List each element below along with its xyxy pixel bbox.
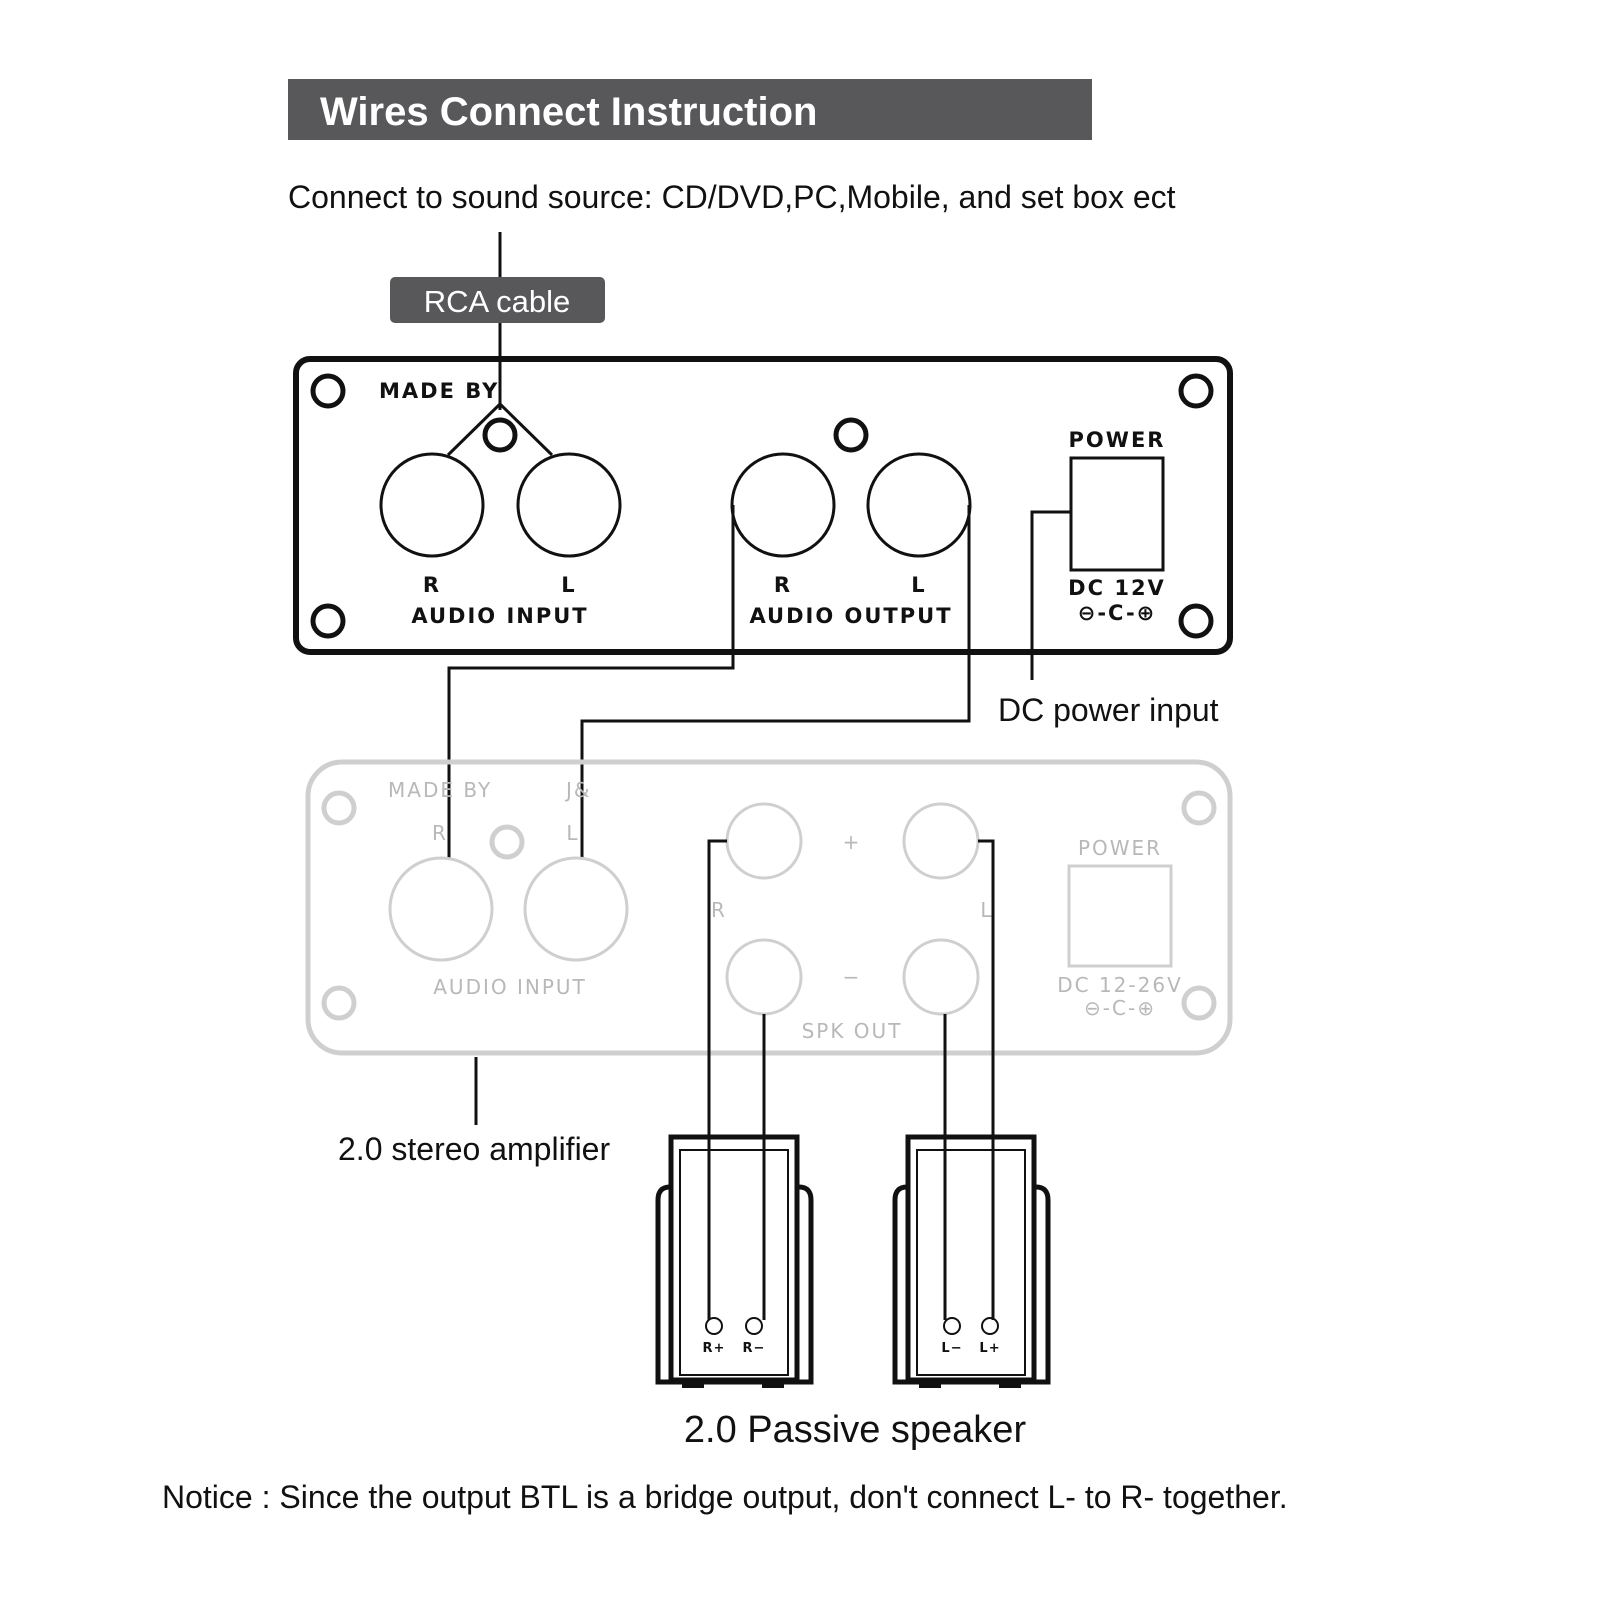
amp-audio-input-label: AUDIO INPUT: [433, 975, 587, 999]
dc-12v-label: DC 12V: [1068, 576, 1166, 600]
amp-brand: J&: [564, 778, 592, 802]
terminal-l-plus: [981, 1317, 999, 1335]
rca-wire-split: [446, 401, 554, 457]
output-l-wire: [580, 505, 971, 858]
amp-dc-label: DC 12-26V: [1057, 973, 1183, 997]
title-text: Wires Connect Instruction: [320, 90, 817, 134]
amp-screw: [1181, 985, 1217, 1021]
left-speaker: L− L+: [892, 1134, 1051, 1388]
rca-cable-pill: [390, 277, 605, 323]
spk-terminal-l-minus: [902, 938, 980, 1016]
amp-input-jack-l: [523, 856, 629, 962]
panel-screw: [833, 417, 869, 453]
source-caption: Connect to sound source: CD/DVD,PC,Mobil…: [288, 179, 1176, 215]
spk-terminal-r-plus: [725, 802, 803, 880]
audio-input-label: AUDIO INPUT: [411, 604, 588, 628]
amp-power-jack: [1067, 864, 1173, 968]
input-l-label: L: [561, 573, 576, 597]
output-jack-r: [730, 452, 836, 558]
output-l-label: L: [911, 573, 926, 597]
audio-output-label: AUDIO OUTPUT: [749, 604, 952, 628]
output-r-label: R: [774, 573, 792, 597]
amp-input-l: L: [566, 821, 579, 845]
input-r-label: R: [423, 573, 441, 597]
rca-cable-label: RCA cable: [424, 284, 570, 319]
panel-screw: [310, 603, 346, 639]
speaker-caption: 2.0 Passive speaker: [684, 1409, 1027, 1451]
spk-l-label: L: [980, 898, 993, 922]
panel-screw: [1178, 603, 1214, 639]
dc-power-wire: [1030, 510, 1071, 680]
speaker-foot: [919, 1382, 941, 1388]
amp-power-label: POWER: [1078, 836, 1162, 860]
wire-l-plus: [978, 839, 995, 1320]
speaker-inner: [916, 1149, 1026, 1376]
terminal-l-minus-label: L−: [941, 1341, 962, 1356]
spk-r-label: R: [711, 898, 727, 922]
spk-minus-label: −: [843, 965, 862, 989]
made-by-text: MADE BY: [379, 379, 499, 403]
speaker-foot: [682, 1382, 704, 1388]
amp-input-jack-r: [388, 856, 494, 962]
terminal-l-minus: [943, 1317, 961, 1335]
amp-screw: [321, 790, 357, 826]
panel-screw: [482, 417, 518, 453]
panel-screw: [310, 373, 346, 409]
amp-caption: 2.0 stereo amplifier: [338, 1131, 610, 1167]
preamp-panel: [293, 356, 1233, 655]
amp-screw: [321, 985, 357, 1021]
amp-screw: [1181, 790, 1217, 826]
spk-terminal-r-minus: [725, 938, 803, 1016]
title-banner: [288, 79, 1092, 140]
speaker-cabinet: [905, 1134, 1037, 1383]
dc-power-caption: DC power input: [998, 692, 1219, 728]
terminal-r-plus-label: R+: [703, 1341, 726, 1356]
output-r-wire: [447, 505, 735, 858]
speaker-cabinet: [668, 1134, 800, 1383]
power-jack: [1069, 456, 1165, 572]
terminal-r-minus-label: R−: [743, 1341, 766, 1356]
spk-plus-label: +: [843, 830, 862, 854]
spk-out-label: SPK OUT: [802, 1019, 903, 1043]
output-jack-l: [866, 452, 972, 558]
notice-text: Notice : Since the output BTL is a bridg…: [162, 1479, 1288, 1515]
speaker-inner: [679, 1149, 789, 1376]
terminal-r-minus: [745, 1317, 763, 1335]
speaker-foot: [762, 1382, 784, 1388]
amplifier-panel: [305, 759, 1233, 1056]
wire-r-plus: [707, 839, 727, 1320]
right-speaker: R+ R−: [655, 1134, 814, 1388]
speaker-foot: [999, 1382, 1021, 1388]
amp-input-r: R: [432, 821, 448, 845]
input-jack-l: [516, 452, 622, 558]
amp-made-by: MADE BY: [388, 778, 492, 802]
terminal-l-plus-label: L+: [979, 1341, 1000, 1356]
power-label: POWER: [1069, 428, 1166, 452]
polarity-symbol: ⊖-C-⊕: [1078, 601, 1157, 625]
amp-polarity-symbol: ⊖-C-⊕: [1084, 996, 1156, 1020]
terminal-r-plus: [705, 1317, 723, 1335]
panel-screw: [1178, 373, 1214, 409]
spk-terminal-l-plus: [902, 802, 980, 880]
input-jack-r: [379, 452, 485, 558]
amp-screw: [489, 824, 525, 860]
